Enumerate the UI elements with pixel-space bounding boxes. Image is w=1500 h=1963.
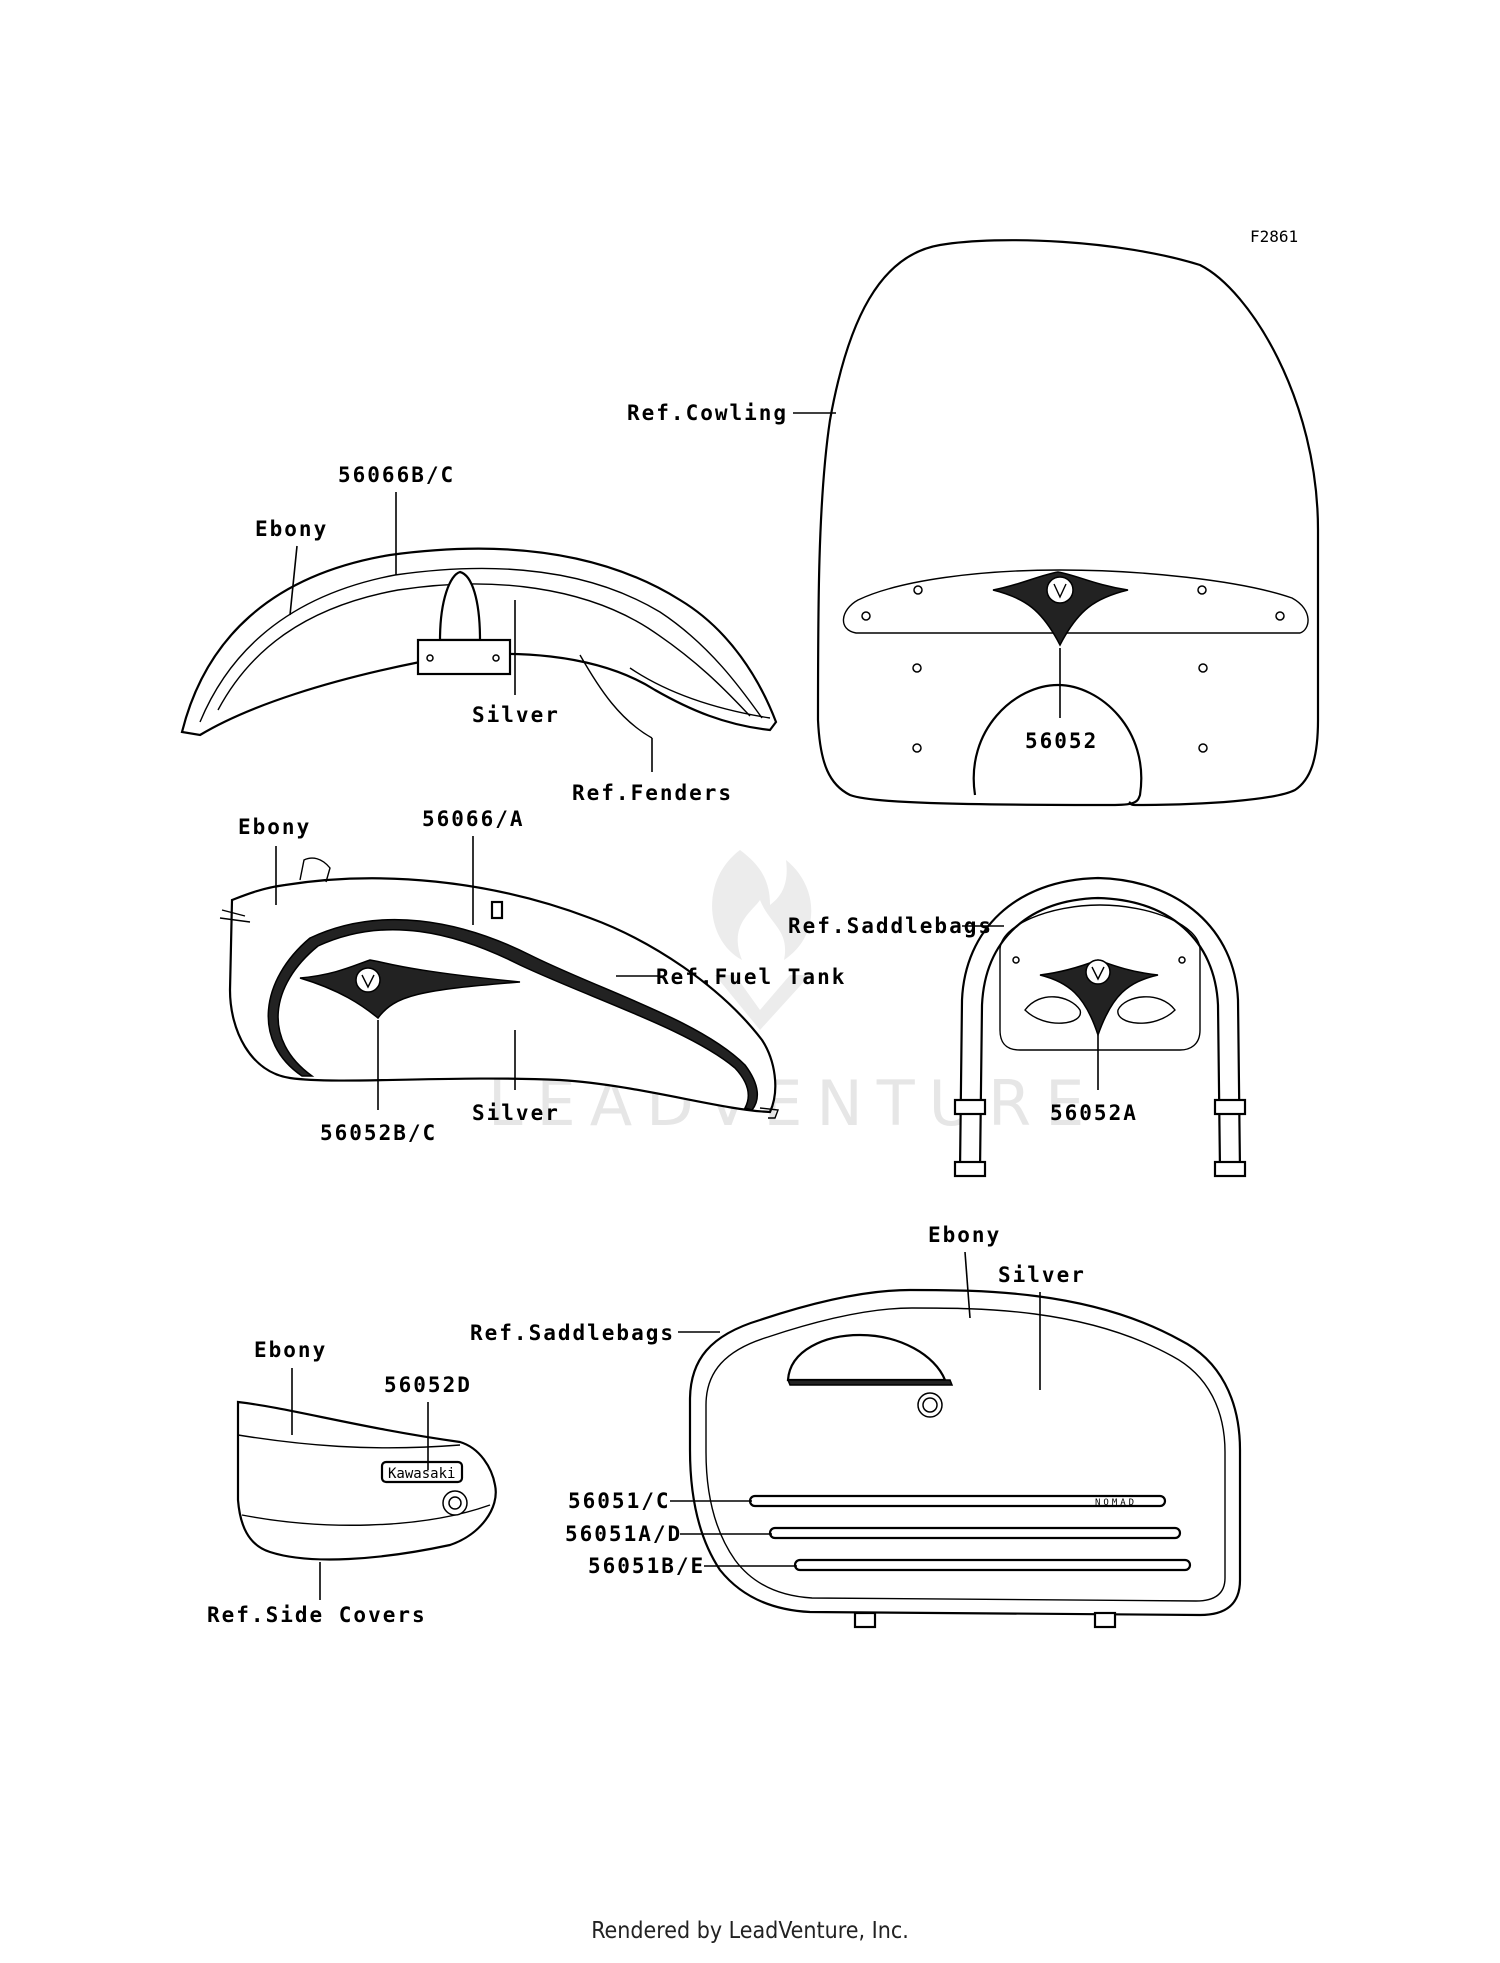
label-56066a: 56066/A — [422, 807, 525, 831]
label-ref-cowling: Ref.Cowling — [627, 401, 788, 425]
label-bag-silver: Silver — [998, 1263, 1086, 1287]
label-56052bc: 56052B/C — [320, 1121, 437, 1145]
label-ref-fuel-tank: Ref.Fuel Tank — [656, 965, 846, 989]
saddlebag-stripe-2 — [768, 1526, 1182, 1540]
side-cover-emblem-text: Kawasaki — [388, 1466, 455, 1482]
label-fender-ebony: Ebony — [255, 517, 328, 541]
front-fender — [180, 547, 778, 739]
backrest-callouts: Ref.Saddlebags 56052A — [788, 914, 1138, 1125]
label-tank-ebony: Ebony — [238, 815, 311, 839]
fuel-tank-callouts: Ebony 56066/A Ref.Fuel Tank Silver 56052… — [238, 807, 846, 1145]
label-ref-side-covers: Ref.Side Covers — [207, 1603, 427, 1627]
label-bag-ebony: Ebony — [928, 1223, 1001, 1247]
label-fender-silver: Silver — [472, 703, 560, 727]
label-ref-fenders: Ref.Fenders — [572, 781, 733, 805]
label-56052: 56052 — [1025, 729, 1098, 753]
label-tank-silver: Silver — [472, 1101, 560, 1125]
fuel-tank-outline — [228, 877, 777, 1114]
label-56051ad: 56051A/D — [565, 1522, 682, 1546]
fuel-tank — [219, 857, 779, 1119]
front-fender-callouts: 56066B/C Ebony Silver Ref.Fenders — [255, 463, 733, 805]
saddlebag-callouts: Ebony Silver Ref.Saddlebags 56051/C 5605… — [470, 1223, 1086, 1578]
backrest — [953, 876, 1247, 1178]
windshield-outline — [816, 239, 1320, 807]
label-56052a: 56052A — [1050, 1101, 1138, 1125]
label-ref-saddlebags-1: Ref.Saddlebags — [788, 914, 993, 938]
side-cover: Kawasaki — [236, 1400, 497, 1561]
windshield-v-emblem — [992, 571, 1129, 647]
figure-code: F2861 — [1250, 227, 1298, 246]
fuel-tank-v-emblem — [299, 959, 521, 1020]
windshield — [816, 239, 1320, 807]
label-56051c: 56051/C — [568, 1489, 671, 1513]
saddlebag: NOMAD — [688, 1288, 1242, 1629]
label-cover-ebony: Ebony — [254, 1338, 327, 1362]
label-ref-saddlebags-2: Ref.Saddlebags — [470, 1321, 675, 1345]
footer-credit: Rendered by LeadVenture, Inc. — [591, 1918, 909, 1944]
side-cover-kawasaki-emblem — [380, 1460, 464, 1484]
label-56051be: 56051B/E — [588, 1554, 705, 1578]
label-56066bc: 56066B/C — [338, 463, 455, 487]
label-56052d: 56052D — [384, 1373, 472, 1397]
side-cover-callouts: Ebony 56052D Ref.Side Covers — [207, 1338, 472, 1627]
saddlebag-stripe-1-text: NOMAD — [1095, 1498, 1137, 1508]
windshield-callouts: Ref.Cowling 56052 — [627, 401, 1098, 753]
saddlebag-stripe-3 — [793, 1558, 1192, 1572]
fuel-tank-stripe — [267, 918, 759, 1111]
